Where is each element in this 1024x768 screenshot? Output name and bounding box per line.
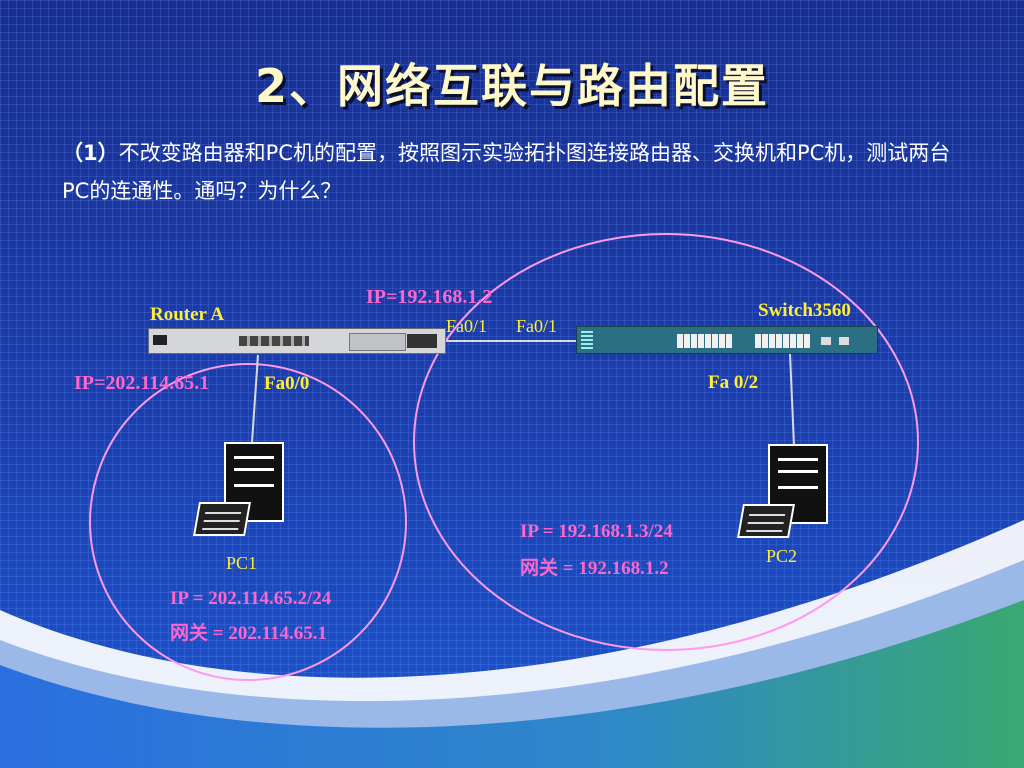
- instruction-number: （1）: [62, 141, 119, 165]
- router-ports: [239, 336, 309, 346]
- router-fa00-ip-label: IP=202.114.65.1: [74, 372, 210, 394]
- cisco-logo-icon: [153, 335, 167, 345]
- router-fa00-label: Fa0/0: [264, 373, 310, 394]
- power-socket-icon: [407, 334, 437, 348]
- switch-port-group-2: [755, 334, 811, 348]
- instruction-text: （1）不改变路由器和PC机的配置，按照图示实验拓扑图连接路由器、交换机和PC机，…: [62, 134, 962, 210]
- pc1-device[interactable]: [193, 442, 296, 542]
- pc-keyboard-icon: [737, 504, 795, 538]
- switch-port-group-1: [677, 334, 733, 348]
- switch-sfp-port: [821, 337, 831, 345]
- switch-sfp-port: [839, 337, 849, 345]
- router-slot: [349, 333, 406, 351]
- network-circle-pc2: [413, 233, 919, 651]
- pc2-label: PC2: [766, 546, 798, 566]
- switch-3560-device[interactable]: [576, 326, 878, 354]
- router-fa01-ip-label: IP=192.168.1.2: [366, 286, 493, 308]
- pc2-gateway-label: 网关 = 192.168.1.2: [520, 558, 669, 579]
- instruction-body: 不改变路由器和PC机的配置，按照图示实验拓扑图连接路由器、交换机和PC机，测试两…: [62, 141, 951, 203]
- router-fa01-label: Fa0/1: [446, 316, 488, 336]
- link-router-pc1: [251, 354, 259, 443]
- pc1-ip-label: IP = 202.114.65.2/24: [170, 588, 332, 609]
- switch-leds: [581, 331, 593, 349]
- switch-fa01-label: Fa0/1: [516, 316, 558, 336]
- pc2-ip-label: IP = 192.168.1.3/24: [520, 521, 673, 542]
- page-title: 2、网络互联与路由配置: [254, 59, 769, 113]
- pc2-device[interactable]: [737, 444, 840, 544]
- pc1-label: PC1: [226, 553, 258, 573]
- pc-keyboard-icon: [193, 502, 251, 536]
- router-a-device[interactable]: [148, 328, 446, 354]
- switch-fa02-label: Fa 0/2: [708, 372, 759, 393]
- link-switch-pc2: [789, 353, 795, 446]
- network-circle-pc1: [89, 363, 407, 681]
- pc1-gateway-label: 网关 = 202.114.65.1: [170, 623, 328, 644]
- switch-label: Switch3560: [758, 300, 851, 321]
- router-label: Router A: [150, 304, 225, 325]
